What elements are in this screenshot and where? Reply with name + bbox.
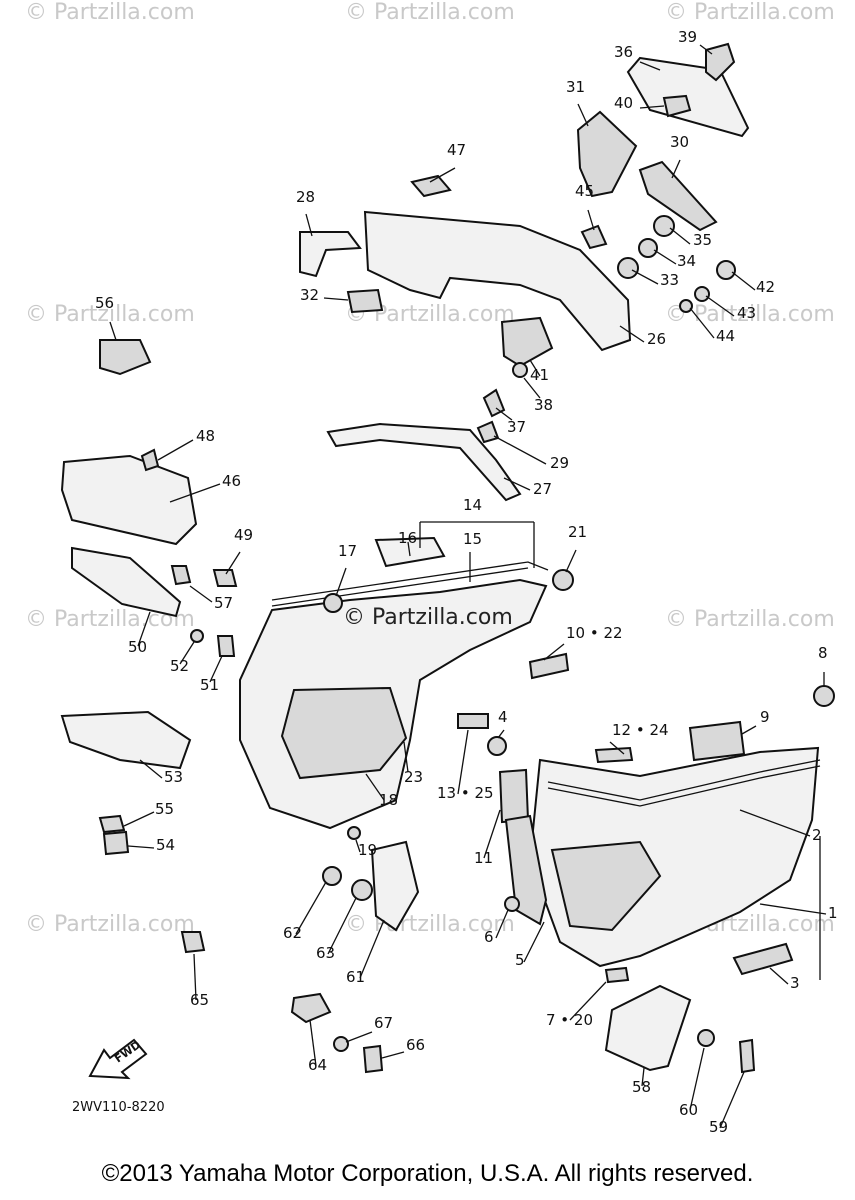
rear-cowl-assembly (299, 42, 750, 502)
part-callout-53: 53 (164, 768, 183, 786)
part-callout-61: 61 (346, 968, 365, 986)
part-callout-7-20: 7 • 20 (546, 1011, 593, 1029)
part-callout-57: 57 (214, 594, 233, 612)
partzilla-logo-text: © Partzilla.com (343, 605, 513, 630)
part-callout-29: 29 (550, 454, 569, 472)
part-callout-41: 41 (530, 366, 549, 384)
part-callout-35: 35 (693, 231, 712, 249)
side-cover-right (487, 685, 835, 976)
part-callout-33: 33 (660, 271, 679, 289)
part-callout-66: 66 (406, 1036, 425, 1054)
part-callout-39: 39 (678, 28, 697, 46)
part-callout-64: 64 (308, 1056, 327, 1074)
part-callout-13-25: 13 • 25 (437, 784, 494, 802)
forward-arrow-icon: FWD (88, 1036, 150, 1087)
part-callout-60: 60 (679, 1101, 698, 1119)
part-callout-16: 16 (398, 529, 417, 547)
part-callout-54: 54 (156, 836, 175, 854)
part-callout-18: 18 (379, 791, 398, 809)
part-callout-30: 30 (670, 133, 689, 151)
part-callout-50: 50 (128, 638, 147, 656)
lower-brackets (180, 840, 756, 1074)
part-callout-23: 23 (404, 768, 423, 786)
part-callout-26: 26 (647, 330, 666, 348)
watermark-bottom-left: © Partzilla.com (25, 912, 195, 937)
part-callout-52: 52 (170, 657, 189, 675)
battery-box-assembly (60, 339, 238, 856)
part-callout-51: 51 (200, 676, 219, 694)
part-callout-12-24: 12 • 24 (612, 721, 669, 739)
part-callout-2: 2 (812, 826, 822, 844)
part-callout-40: 40 (614, 94, 633, 112)
watermark-bottom-center: © Partzilla.com (345, 912, 515, 937)
part-callout-55: 55 (155, 800, 174, 818)
part-callout-37: 37 (507, 418, 526, 436)
part-callout-42: 42 (756, 278, 775, 296)
watermark-low-right: © Partzilla.com (665, 607, 835, 632)
watermark-top-left: © Partzilla.com (25, 0, 195, 25)
part-callout-15: 15 (463, 530, 482, 548)
part-callout-27: 27 (533, 480, 552, 498)
part-callout-6: 6 (484, 928, 494, 946)
copyright-notice: ©2013 Yamaha Motor Corporation, U.S.A. A… (101, 1160, 754, 1187)
part-callout-44: 44 (716, 327, 735, 345)
part-callout-17: 17 (338, 542, 357, 560)
part-callout-38: 38 (534, 396, 553, 414)
leader-lines (109, 44, 827, 1129)
part-callout-65: 65 (190, 991, 209, 1009)
part-callout-14: 14 (463, 496, 482, 514)
part-callout-56: 56 (95, 294, 114, 312)
part-callout-28: 28 (296, 188, 315, 206)
part-callout-8: 8 (818, 644, 828, 662)
part-callout-46: 46 (222, 472, 241, 490)
part-callout-11: 11 (474, 849, 493, 867)
part-callout-43: 43 (737, 304, 756, 322)
part-callout-59: 59 (709, 1118, 728, 1136)
part-callout-1: 1 (828, 904, 838, 922)
part-callout-3: 3 (790, 974, 800, 992)
part-callout-21: 21 (568, 523, 587, 541)
part-callout-63: 63 (316, 944, 335, 962)
part-callout-31: 31 (566, 78, 585, 96)
part-callout-49: 49 (234, 526, 253, 544)
part-callout-67: 67 (374, 1014, 393, 1032)
part-callout-10-22: 10 • 22 (566, 624, 623, 642)
watermark-top-right: © Partzilla.com (665, 0, 835, 25)
part-callout-47: 47 (447, 141, 466, 159)
part-callout-58: 58 (632, 1078, 651, 1096)
part-callout-4: 4 (498, 708, 508, 726)
part-callout-34: 34 (677, 252, 696, 270)
part-callout-9: 9 (760, 708, 770, 726)
watermark-mid-right: © Partzilla.com (665, 302, 835, 327)
side-cover-left (239, 536, 574, 840)
watermark-top-center: © Partzilla.com (345, 0, 515, 25)
part-callout-19: 19 (358, 841, 377, 859)
part-callout-62: 62 (283, 924, 302, 942)
part-callout-36: 36 (614, 43, 633, 61)
part-callout-48: 48 (196, 427, 215, 445)
part-callout-45: 45 (575, 182, 594, 200)
diagram-code: 2WV110-8220 (72, 1100, 165, 1115)
part-callout-5: 5 (515, 951, 525, 969)
part-callout-32: 32 (300, 286, 319, 304)
